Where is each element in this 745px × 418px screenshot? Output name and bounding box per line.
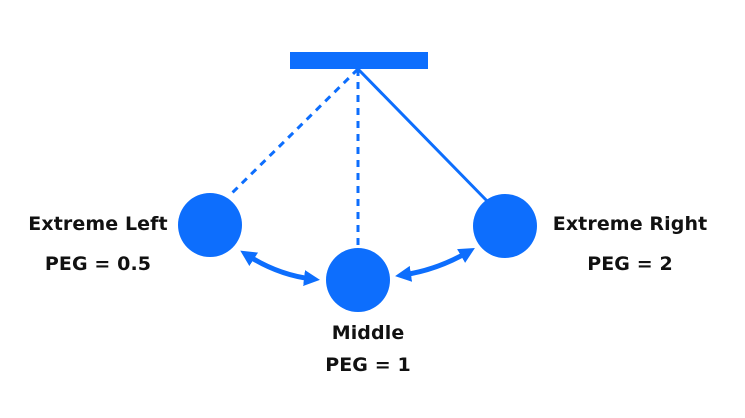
pendulum-mount-bar [290,52,428,69]
label-extreme-right: Extreme Right [552,213,708,235]
string-left-dashed [227,67,360,198]
swing-arrow-left [240,250,320,287]
label-peg-left: PEG = 0.5 [44,253,152,275]
label-peg-middle: PEG = 1 [325,354,411,376]
swing-arrow-right [395,247,475,282]
bob-right [473,194,537,258]
bob-left [178,193,242,257]
string-right-solid [356,67,492,206]
label-middle: Middle [331,322,405,344]
label-peg-right: PEG = 2 [587,253,673,275]
bob-middle [326,248,390,312]
label-extreme-left: Extreme Left [28,213,168,235]
